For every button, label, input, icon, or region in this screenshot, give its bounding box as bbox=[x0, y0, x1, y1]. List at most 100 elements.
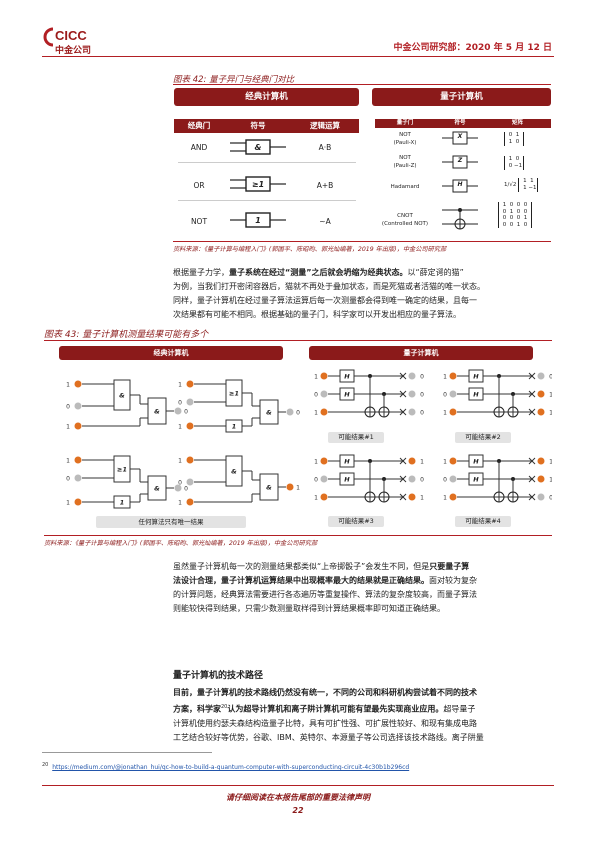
footer-disclaimer: 请仔细阅读在本报告尾部的重要法律声明 bbox=[226, 793, 370, 802]
and-gate bbox=[225, 455, 243, 487]
classical-gate-symbols bbox=[230, 139, 286, 228]
paragraph-results: 虽然量子计算机每一次的测量结果都类似“上帝掷骰子”会发生不同，但是只要量子算 法… bbox=[173, 560, 553, 616]
bit-one-dot bbox=[186, 422, 194, 430]
bit-zero-dot bbox=[186, 478, 194, 486]
logo-subtitle: 中金公司 bbox=[55, 46, 92, 56]
bit-label: 0 bbox=[549, 495, 552, 502]
para2-bold: 法设计合理，量子计算机运算结果中出现概率最大的结果就是正确结果。 bbox=[173, 576, 429, 585]
q-gate-name: Hadamard bbox=[390, 184, 420, 190]
q-gate-name: CNOT bbox=[397, 213, 413, 219]
bit-zero-dot bbox=[186, 398, 194, 406]
figure42-source: 资料来源：《量子计算与编程入门》(郭国平、陈昭昀、郭光灿编著，2019 年出版)… bbox=[173, 246, 447, 253]
bit-one-dot bbox=[320, 372, 328, 380]
measure-mark bbox=[528, 408, 536, 416]
matrix-cell: 1 bbox=[508, 156, 513, 162]
target-circle bbox=[493, 491, 505, 503]
para1-bold: 量子系统在经过“测量”之后就会坍缩为经典状态。 bbox=[229, 268, 408, 277]
matrix-cell: 0 bbox=[523, 208, 528, 215]
para2-line4: 则能较快得到结果，只需少数测量取样得到计算结果概率即可知道正确结果。 bbox=[173, 604, 445, 613]
figure42-bottom-rule bbox=[173, 241, 551, 242]
figure43-source: 资料来源：《量子计算与编程入门》(郭国平、陈昭昀、郭光灿编著，2019 年出版)… bbox=[44, 540, 318, 547]
row-divider bbox=[178, 162, 356, 163]
matrix-cell: 1 bbox=[509, 208, 514, 215]
para1-line3: 同样，量子计算机在经过量子算法运算后每一次测量都会得到唯一确定的结果，且每一 bbox=[173, 296, 477, 305]
measure-mark bbox=[399, 390, 407, 398]
fig43-quantum-header: 量子计算机 bbox=[309, 346, 533, 360]
bit-one-dot bbox=[74, 456, 82, 464]
q-row-hadamard-gate: Hadamard bbox=[375, 183, 435, 191]
bit-label: 1 bbox=[314, 410, 318, 417]
or-gate-label: ≥1 bbox=[229, 390, 239, 398]
bit-zero-dot bbox=[74, 402, 82, 410]
hadamard-gate-label: H bbox=[344, 391, 350, 399]
matrix-cell: 0 bbox=[509, 221, 514, 228]
pauli-z-label: Z bbox=[457, 157, 463, 164]
not-gate-label: 1 bbox=[232, 423, 237, 431]
cicc-logo-icon bbox=[43, 27, 54, 47]
bit-label: 0 bbox=[549, 374, 552, 381]
hadamard-gate-label: H bbox=[344, 476, 350, 484]
row-divider bbox=[178, 200, 356, 201]
matrix-cell: 1 bbox=[523, 215, 528, 221]
bit-zero-dot bbox=[320, 475, 328, 483]
hadamard-gate bbox=[339, 472, 355, 486]
footnote-ref[interactable]: 20 bbox=[221, 704, 228, 710]
bit-zero-dot bbox=[537, 372, 545, 380]
para3-line2: 方案，科学家20认为超导计算机和离子阱计算机可能有望最先实现商业应用。超导量子 bbox=[173, 700, 553, 717]
header-date: 中金公司研究部：2020 年 5 月 12 日 bbox=[393, 43, 552, 53]
pauli-x-symbol bbox=[442, 131, 478, 145]
or-symbol-label: ≥1 bbox=[251, 180, 265, 189]
footnote-number: 20 bbox=[42, 762, 49, 768]
cnot-symbol bbox=[442, 208, 478, 230]
bit-one-dot bbox=[186, 380, 194, 388]
bit-zero-dot bbox=[320, 390, 328, 398]
footnote-link[interactable]: https://medium.com/@jonathan_hui/qc-how-… bbox=[52, 764, 410, 771]
bit-label: 1 bbox=[66, 424, 70, 431]
bit-one-dot bbox=[186, 456, 194, 464]
and-gate-label: & bbox=[119, 392, 125, 400]
q-gate-sub: (Pauli-X) bbox=[393, 140, 417, 146]
bit-label: 0 bbox=[443, 392, 447, 399]
or-gate-symbol bbox=[230, 176, 286, 192]
result-2-label: 可能结果#2 bbox=[455, 432, 511, 443]
fig43-classical-header: 经典计算机 bbox=[59, 346, 283, 360]
bit-zero-dot bbox=[174, 484, 182, 492]
bit-one-dot bbox=[449, 372, 457, 380]
and-gate-label: & bbox=[266, 484, 272, 492]
paragraph-measurement: 根据量子力学，量子系统在经过“测量”之后就会坍缩为经典状态。以“薛定谔的猫” 为… bbox=[173, 266, 553, 322]
para2-line2: 法设计合理，量子计算机运算结果中出现概率最大的结果就是正确结果。面对较为复杂 bbox=[173, 574, 553, 588]
para3-bold: 认为超导计算机和离子阱计算机可能有望最先实现商业应用。 bbox=[227, 704, 444, 714]
bit-one-dot bbox=[537, 475, 545, 483]
matrix-cell: 0 bbox=[523, 221, 528, 228]
bit-label: 0 bbox=[420, 410, 424, 417]
para2-text: 虽然量子计算机每一次的测量结果都类似“上帝掷骰子”会发生不同，但是 bbox=[173, 562, 430, 571]
matrix-cell: −1 bbox=[528, 185, 537, 191]
figure42-title-rule bbox=[173, 84, 551, 85]
para2-text: 面对较为复杂 bbox=[429, 576, 477, 585]
bit-one-dot bbox=[449, 457, 457, 465]
matrix-cell: 1 bbox=[508, 139, 513, 145]
measure-mark bbox=[528, 493, 536, 501]
para1-text: 以“薛定谔的猫” bbox=[407, 268, 464, 277]
or-gate bbox=[225, 379, 243, 407]
bit-one-dot bbox=[537, 390, 545, 398]
footnote-divider bbox=[42, 752, 212, 753]
measure-mark bbox=[399, 475, 407, 483]
para1-line1: 根据量子力学，量子系统在经过“测量”之后就会坍缩为经典状态。以“薛定谔的猫” bbox=[173, 266, 553, 280]
bit-one-dot bbox=[74, 498, 82, 506]
target-circle bbox=[507, 491, 519, 503]
and-gate-label: & bbox=[154, 485, 160, 493]
and-gate bbox=[147, 397, 167, 425]
q-row-paulix-gate: NOT(Pauli-X) bbox=[375, 131, 435, 147]
classical-result-label: 任何算法只有唯一结果 bbox=[96, 516, 246, 528]
bit-label: 1 bbox=[178, 458, 182, 465]
para2-bold: 只要量子算 bbox=[429, 562, 470, 571]
bit-one-dot bbox=[186, 498, 194, 506]
matrix-cell: 0 bbox=[502, 221, 507, 228]
bit-label: 1 bbox=[549, 477, 552, 484]
matrix-cell: 1 bbox=[523, 185, 527, 191]
measurement-diagram: 101&&0101≥11&0101≥11&0101&&1101HH000101H… bbox=[66, 369, 552, 509]
